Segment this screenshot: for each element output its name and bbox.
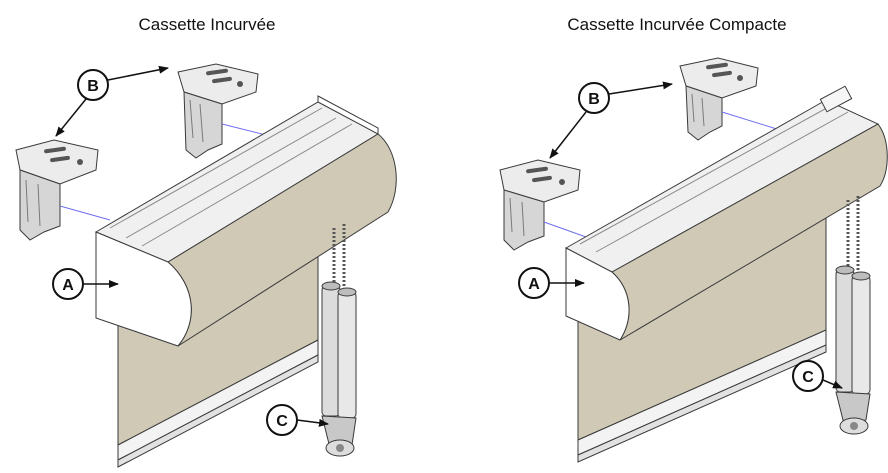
figure-title: Cassette Incurvée xyxy=(138,15,275,34)
mounting-bracket-front xyxy=(15,139,99,241)
cassette-headrail xyxy=(94,95,397,347)
mounting-bracket-rear xyxy=(177,63,259,159)
cassette-headrail xyxy=(564,85,888,341)
callout-a-label: A xyxy=(528,276,540,293)
callout-a-label: A xyxy=(62,277,74,294)
alignment-guides xyxy=(59,123,271,221)
callout-b-label: B xyxy=(588,91,600,108)
figure-title: Cassette Incurvée Compacte xyxy=(567,15,786,34)
callout-b: B xyxy=(549,81,673,159)
mounting-bracket-front xyxy=(499,159,581,251)
callout-b-label: B xyxy=(87,78,99,95)
callout-c: C xyxy=(792,360,843,392)
callout-c-label: C xyxy=(276,413,288,430)
bottom-rail xyxy=(577,329,827,463)
figure-cassette-incurvee-compacte: Cassette Incurvée Compacte xyxy=(499,15,888,463)
callout-c-label: C xyxy=(802,369,814,386)
callout-a: A xyxy=(518,267,585,299)
mounting-bracket-rear xyxy=(679,57,759,141)
callout-b: B xyxy=(55,65,169,137)
chain-control xyxy=(835,196,871,435)
callout-c: C xyxy=(266,404,329,436)
figure-cassette-incurvee: Cassette Incurvée xyxy=(15,15,397,468)
callout-a: A xyxy=(52,268,119,300)
bottom-rail xyxy=(117,339,319,468)
chain-control xyxy=(321,224,357,457)
